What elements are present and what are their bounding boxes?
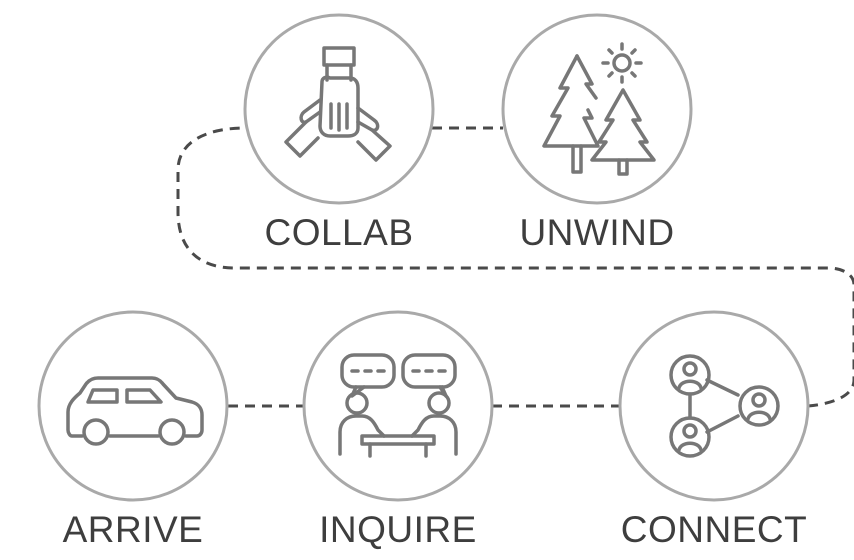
trees-sun-icon [542, 42, 656, 176]
connector-connect-unwind [176, 126, 854, 408]
network-icon [669, 354, 780, 458]
connect-circle [618, 310, 810, 502]
step-label-collab: COLLAB [264, 212, 414, 253]
arrive-circle [37, 310, 229, 502]
stacked-hands-icon [284, 46, 392, 162]
inquire-circle [302, 310, 494, 502]
car-icon [66, 376, 204, 446]
step-label-connect: CONNECT [620, 509, 808, 550]
step-label-inquire: INQUIRE [319, 509, 477, 550]
unwind-circle [501, 13, 693, 205]
conversation-icon [338, 353, 458, 458]
step-label-arrive: ARRIVE [62, 509, 204, 550]
step-label-unwind: UNWIND [519, 212, 675, 253]
